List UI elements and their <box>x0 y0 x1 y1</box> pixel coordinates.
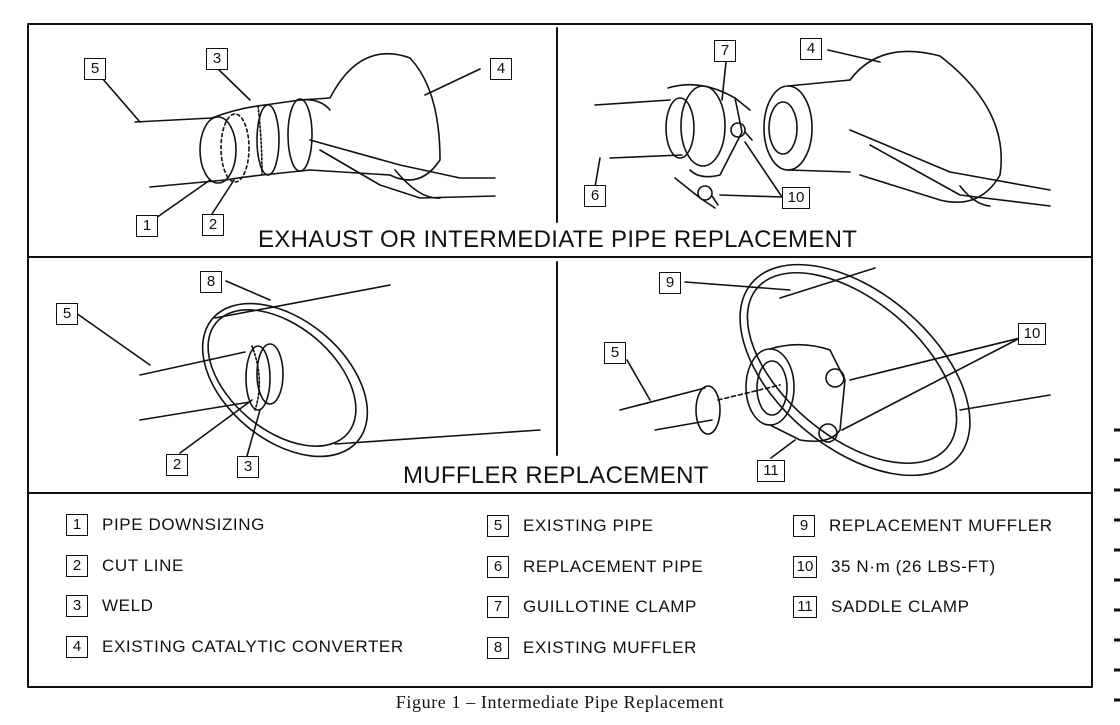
legend-item: 4 EXISTING CATALYTIC CONVERTER <box>66 636 404 658</box>
legend-label: CUT LINE <box>102 556 184 575</box>
exhaust-pipe-heading: EXHAUST OR INTERMEDIATE PIPE REPLACEMENT <box>258 226 858 253</box>
clamp-joint-drawing <box>594 50 1051 209</box>
callout-leaders-bottom-left <box>75 280 271 457</box>
legend-number: 6 <box>487 556 509 578</box>
legend-item: 8 EXISTING MUFFLER <box>487 637 697 659</box>
scan-edge-marks <box>1114 428 1120 702</box>
callout-leaders-bottom-right <box>626 281 1021 459</box>
callout-3: 3 <box>237 456 259 478</box>
callout-3: 3 <box>206 48 228 70</box>
callout-2: 2 <box>166 454 188 476</box>
legend-number: 7 <box>487 596 509 618</box>
callout-4: 4 <box>800 38 822 60</box>
pipe-weld-drawing <box>134 53 496 199</box>
legend-number: 8 <box>487 637 509 659</box>
callout-leaders-top-left <box>94 67 481 219</box>
legend-number: 3 <box>66 595 88 617</box>
figure-caption: Figure 1 – Intermediate Pipe Replacement <box>395 692 725 712</box>
callout-5: 5 <box>84 58 106 80</box>
legend-number: 4 <box>66 636 88 658</box>
legend-item: 5 EXISTING PIPE <box>487 515 654 537</box>
legend-item: 7 GUILLOTINE CLAMP <box>487 596 697 618</box>
callout-11: 11 <box>757 460 785 482</box>
callout-6: 6 <box>584 185 606 207</box>
callout-8: 8 <box>200 271 222 293</box>
callout-5: 5 <box>604 342 626 364</box>
legend-item: 1 PIPE DOWNSIZING <box>66 514 265 536</box>
legend-label: SADDLE CLAMP <box>831 597 970 616</box>
legend-number: 1 <box>66 514 88 536</box>
legend-number: 10 <box>793 556 817 578</box>
legend-label: EXISTING MUFFLER <box>523 638 697 657</box>
muffler-weld-drawing <box>139 284 541 458</box>
legend-item: 6 REPLACEMENT PIPE <box>487 556 703 578</box>
legend-label: PIPE DOWNSIZING <box>102 515 265 534</box>
callout-10: 10 <box>1018 323 1046 345</box>
legend-label: WELD <box>102 596 154 615</box>
saddle-clamp-drawing <box>619 263 1051 477</box>
legend-number: 5 <box>487 515 509 537</box>
callout-1: 1 <box>136 215 158 237</box>
legend-item: 11 SADDLE CLAMP <box>793 596 970 618</box>
callout-2: 2 <box>202 214 224 236</box>
legend-label: REPLACEMENT PIPE <box>523 557 704 576</box>
legend-number: 2 <box>66 555 88 577</box>
callout-10: 10 <box>782 187 810 209</box>
legend-item: 9 REPLACEMENT MUFFLER <box>793 515 1053 537</box>
legend-item: 3 WELD <box>66 595 154 617</box>
figure-frame <box>27 23 1093 688</box>
legend-label: 35 N·m (26 LBS-FT) <box>831 557 996 576</box>
callout-9: 9 <box>659 272 681 294</box>
callout-5: 5 <box>56 303 78 325</box>
legend-label: EXISTING CATALYTIC CONVERTER <box>102 637 404 656</box>
legend-item: 2 CUT LINE <box>66 555 184 577</box>
legend-label: REPLACEMENT MUFFLER <box>829 516 1053 535</box>
callout-7: 7 <box>714 40 736 62</box>
callout-4: 4 <box>490 58 512 80</box>
callout-leaders-top-right <box>594 49 881 198</box>
legend-number: 11 <box>793 596 817 618</box>
legend-number: 9 <box>793 515 815 537</box>
legend-label: EXISTING PIPE <box>523 516 654 535</box>
legend-item: 10 35 N·m (26 LBS-FT) <box>793 556 996 578</box>
muffler-heading: MUFFLER REPLACEMENT <box>403 462 709 489</box>
legend-label: GUILLOTINE CLAMP <box>523 597 697 616</box>
